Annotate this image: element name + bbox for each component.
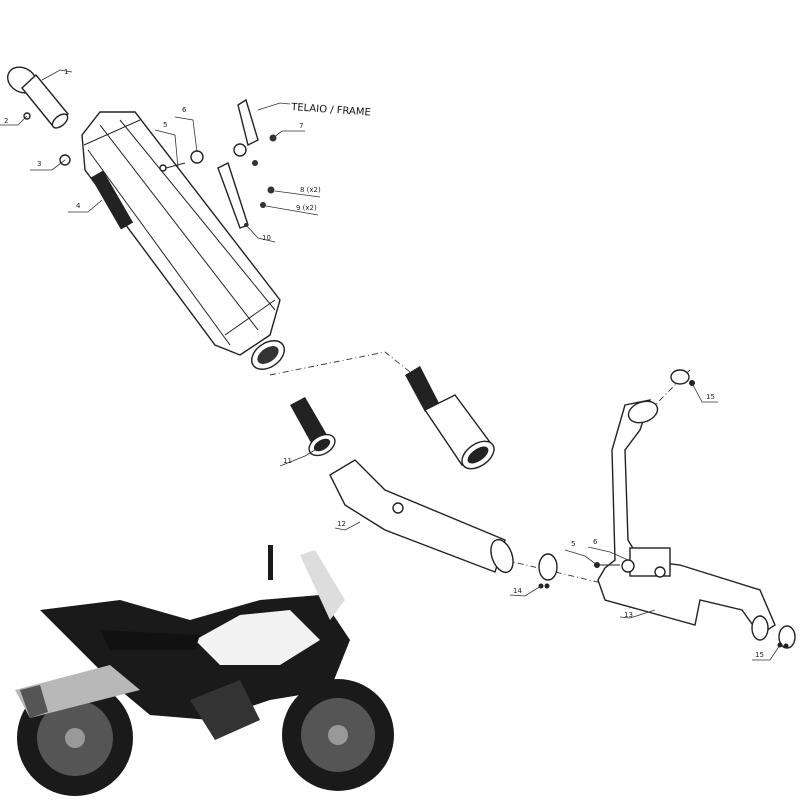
part-4-silencer — [81, 111, 285, 370]
part-12-link-pipe — [329, 459, 514, 574]
leader-lines — [0, 69, 781, 661]
label-part-11: 11 — [283, 457, 292, 465]
link-pipe-insert — [405, 366, 495, 470]
label-part-6: 6 — [182, 106, 187, 114]
label-part-1: 1 — [64, 68, 68, 76]
part-11-db-killer — [290, 397, 336, 457]
assembly-line — [504, 559, 611, 586]
label-part-14: 14 — [513, 587, 522, 595]
label-part-3: 3 — [37, 160, 41, 168]
assembly-line — [649, 369, 691, 411]
part-14-clamp — [538, 553, 558, 589]
motorcycle-photo — [15, 545, 394, 796]
label-part-2: 2 — [4, 117, 8, 125]
label-part-12: 12 — [337, 520, 346, 528]
label-part-6-lower: 6 — [593, 538, 598, 546]
label-part-15-top: 15 — [706, 393, 715, 401]
label-part-4: 4 — [76, 202, 81, 210]
label-part-8: 8 (x2) — [300, 186, 321, 194]
part-15-clamp-top — [670, 369, 695, 386]
label-part-9: 9 (x2) — [296, 204, 317, 212]
label-part-5: 5 — [163, 121, 167, 129]
assembly-line — [269, 351, 421, 381]
mounting-hardware — [159, 98, 277, 229]
part-13-collector — [594, 399, 776, 641]
label-part-13: 13 — [624, 611, 633, 619]
label-frame: TELAIO / FRAME — [290, 102, 371, 119]
label-part-5-lower: 5 — [571, 540, 575, 548]
label-part-15-bottom: 15 — [755, 651, 764, 659]
part-1-end-cap — [6, 66, 70, 129]
label-part-10: 10 — [262, 234, 271, 242]
label-part-7: 7 — [299, 122, 303, 130]
